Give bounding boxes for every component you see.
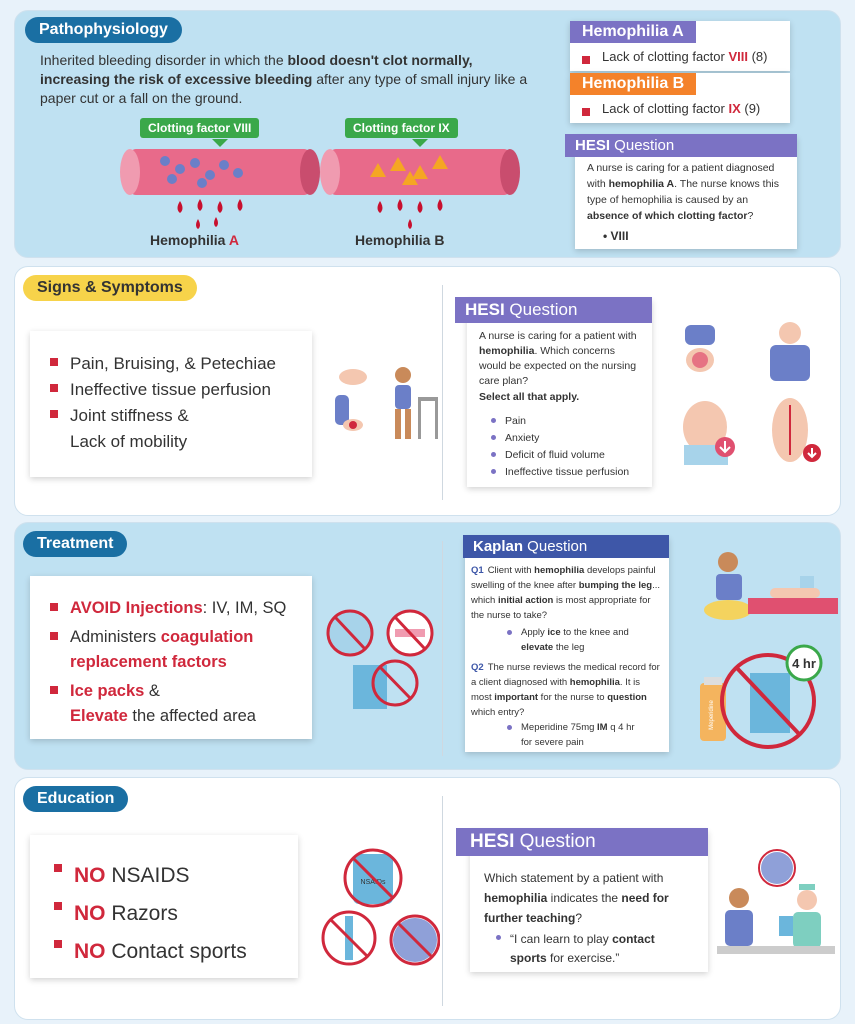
desc-text-2: after any type of small injury like a pa… — [40, 71, 528, 106]
ice-elevate-illustration — [704, 552, 838, 620]
vessel-a-letter: A — [228, 232, 239, 248]
kaplan-a2: Meperidine 75mg IM q 4 hr for severe pai… — [505, 720, 645, 750]
no-injection-illustration — [326, 609, 434, 709]
vessel-b-illustration — [320, 139, 520, 229]
nsaids-label: NSAIDs — [361, 879, 386, 886]
education-item: NO NSAIDS — [52, 857, 247, 895]
treatment-section: Treatment AVOID Injections: IV, IM, SQ A… — [14, 522, 841, 770]
hemophilia-b-list: Lack of clotting factor IX (9) — [580, 101, 760, 116]
vessel-b-label: Hemophilia B — [355, 232, 445, 248]
signs-card: Pain, Bruising, & Petechiae Ineffective … — [30, 331, 312, 477]
hemophilia-a-title: Hemophilia A — [570, 21, 696, 43]
signs-hesi-text: A nurse is caring for a patient with hem… — [479, 330, 637, 387]
factor-ix-tag: Clotting factor IX — [345, 118, 458, 138]
treatment-item-ice: Ice packs &Elevate the affected area — [48, 679, 308, 729]
vessel-a-illustration — [120, 139, 320, 229]
sign-item: Pain, Bruising, & Petechiae — [48, 351, 276, 377]
hemophilia-a-card: Hemophilia A Lack of clotting factor VII… — [570, 21, 790, 71]
hemophilia-a-list: Lack of clotting factor VIII (8) — [580, 49, 767, 64]
bruise-walker-illustration — [335, 367, 438, 439]
education-divider — [442, 796, 443, 1006]
pathophysiology-hesi-card: HESI Question A nurse is caring for a pa… — [565, 134, 797, 249]
education-item: NO Razors — [52, 895, 247, 933]
signs-title: Signs & Symptoms — [23, 275, 197, 301]
sign-item-continued: Lack of mobility — [70, 432, 188, 451]
treatment-card: AVOID Injections: IV, IM, SQ Administers… — [30, 576, 312, 739]
education-section: Education NO NSAIDS NO Razors NO Contact… — [14, 777, 841, 1020]
treatment-divider — [442, 541, 443, 756]
signs-divider — [442, 285, 443, 500]
signs-list: Pain, Bruising, & Petechiae Ineffective … — [48, 351, 276, 455]
kaplan-header: Kaplan Question — [463, 535, 669, 558]
pathophysiology-hesi-header: HESI Question — [565, 134, 797, 157]
no-nsaids-razor-sports-illustration: NSAIDs — [321, 848, 440, 966]
kaplan-a1: Apply ice to the knee and elevate the le… — [505, 625, 645, 655]
education-card: NO NSAIDS NO Razors NO Contact sports — [30, 835, 298, 978]
vessel-a-label: Hemophilia A — [150, 232, 239, 248]
signs-hesi-options: Pain Anxiety Deficit of fluid volume Ine… — [489, 413, 629, 481]
education-list: NO NSAIDS NO Razors NO Contact sports — [52, 857, 247, 971]
treatment-item-coagulation: Administers coagulation replacement fact… — [48, 625, 308, 675]
hemophilia-b-title: Hemophilia B — [570, 73, 697, 95]
sign-item: Joint stiffness & — [48, 403, 276, 429]
education-hesi-card: HESI Question Which statement by a patie… — [456, 828, 708, 972]
symptom-figures-illustration — [683, 322, 821, 465]
signs-option: Pain — [489, 413, 629, 430]
hemophilia-b-card: Hemophilia B Lack of clotting factor IX … — [570, 73, 790, 123]
signs-hesi-select: Select all that apply. — [479, 391, 580, 403]
education-hesi-header: HESI Question — [456, 828, 708, 856]
signs-option: Deficit of fluid volume — [489, 447, 629, 464]
no-im-injection-illustration: Meperidine 4 hr — [700, 644, 823, 749]
vessel-a-label-text: Hemophilia — [150, 232, 229, 248]
clock-label: 4 hr — [792, 656, 816, 671]
hemophilia-a-item: Lack of clotting factor VIII (8) — [580, 49, 767, 64]
signs-option: Anxiety — [489, 430, 629, 447]
treatment-list: AVOID Injections: IV, IM, SQ Administers… — [48, 596, 308, 729]
desc-bold: blood doesn't clot normally, increasing … — [40, 52, 473, 87]
pathophysiology-description: Inherited bleeding disorder in which the… — [40, 51, 540, 108]
signs-hesi-header: HESI Question — [455, 297, 652, 323]
hemophilia-b-item: Lack of clotting factor IX (9) — [580, 101, 760, 116]
education-hesi-text: Which statement by a patient with hemoph… — [484, 871, 669, 925]
education-hesi-answer: “I can learn to play contact sports for … — [494, 930, 694, 968]
signs-option: Ineffective tissue perfusion — [489, 464, 629, 481]
pathophysiology-hesi-text: A nurse is caring for a patient diagnose… — [587, 162, 779, 222]
pathophysiology-title: Pathophysiology — [25, 17, 182, 43]
education-item: NO Contact sports — [52, 933, 247, 971]
pathophysiology-section: Pathophysiology Inherited bleeding disor… — [14, 10, 841, 258]
sign-item: Ineffective tissue perfusion — [48, 377, 276, 403]
meperidine-vial-label: Meperidine — [709, 699, 715, 729]
patient-nurse-illustration — [717, 849, 835, 954]
treatment-item-injections: AVOID Injections: IV, IM, SQ — [48, 596, 308, 621]
education-title: Education — [23, 786, 129, 812]
pathophysiology-hesi-answer: • VIII — [603, 229, 629, 243]
factor-viii-tag: Clotting factor VIII — [140, 118, 260, 138]
desc-text: Inherited bleeding disorder in which the — [40, 52, 288, 68]
treatment-title: Treatment — [23, 531, 128, 557]
signs-section: Signs & Symptoms Pain, Bruising, & Petec… — [14, 266, 841, 516]
signs-hesi-card: HESI Question A nurse is caring for a pa… — [455, 297, 652, 487]
